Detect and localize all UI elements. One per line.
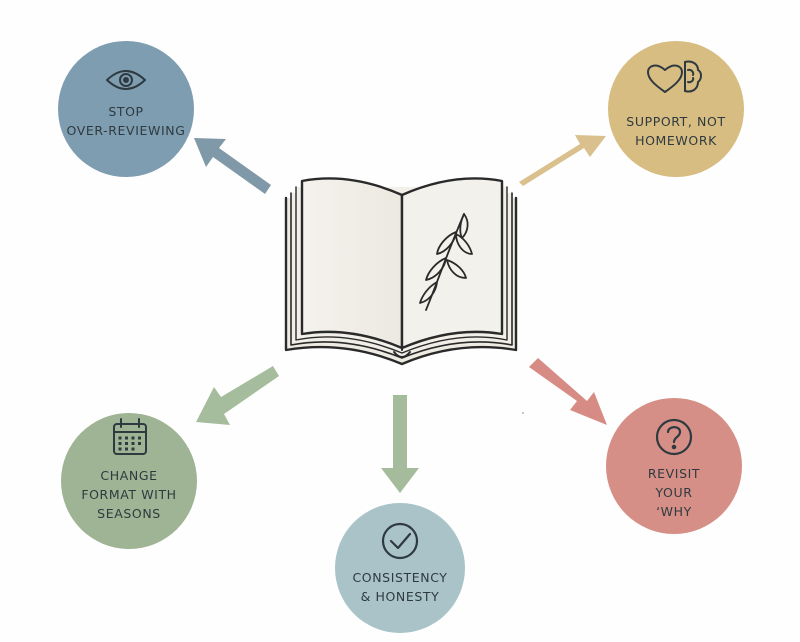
stop-over-reviewing-line-2: OVER-REVIEWING	[66, 123, 186, 138]
arrow-to-stop-over-reviewing	[194, 138, 271, 194]
revisit-why-line-1: REVISIT	[647, 466, 701, 481]
consistency-honesty-line-1: CONSISTENCY	[352, 570, 448, 585]
stop-over-reviewing-line-1: STOP	[108, 104, 144, 119]
consistency-honesty-label: CONSISTENCY & HONESTY	[335, 568, 465, 606]
change-format-label: CHANGE FORMAT WITH SEASONS	[64, 466, 194, 523]
change-format-line-1: CHANGE	[100, 468, 158, 483]
revisit-why-line-3: ‘WHY	[656, 504, 692, 519]
stop-over-reviewing-label: STOP OVER-REVIEWING	[61, 102, 191, 140]
change-format-circle	[61, 413, 197, 549]
consistency-honesty-circle	[335, 503, 465, 633]
arrow-to-revisit-why	[529, 358, 607, 425]
leaf-sprig-icon	[419, 213, 473, 311]
support-not-homework-circle	[608, 41, 744, 177]
consistency-honesty-line-2: & HONESTY	[360, 589, 440, 604]
question-mark-icon	[655, 418, 693, 456]
open-book-icon	[284, 177, 518, 366]
eye-icon	[106, 70, 146, 90]
arrow-to-change-format	[196, 366, 279, 425]
support-not-homework-line-2: HOMEWORK	[635, 133, 717, 148]
support-not-homework-label: SUPPORT, NOT HOMEWORK	[611, 112, 741, 150]
calendar-icon	[113, 418, 147, 455]
revisit-why-label: REVISIT YOUR ‘WHY	[609, 464, 739, 521]
arrow-to-consistency	[381, 395, 419, 493]
checkmark-circle-icon	[381, 522, 419, 560]
support-not-homework-line-1: SUPPORT, NOT	[626, 114, 726, 129]
revisit-why-line-2: YOUR	[655, 485, 693, 500]
revisit-why-circle	[606, 398, 742, 534]
heart-brain-icon	[647, 60, 702, 93]
change-format-line-3: SEASONS	[97, 506, 161, 521]
calendar-days	[118, 436, 141, 451]
change-format-line-2: FORMAT WITH	[81, 487, 177, 502]
stop-over-reviewing-circle	[58, 41, 194, 177]
dust-speck	[522, 412, 524, 414]
arrow-to-support-not-homework	[519, 135, 606, 186]
